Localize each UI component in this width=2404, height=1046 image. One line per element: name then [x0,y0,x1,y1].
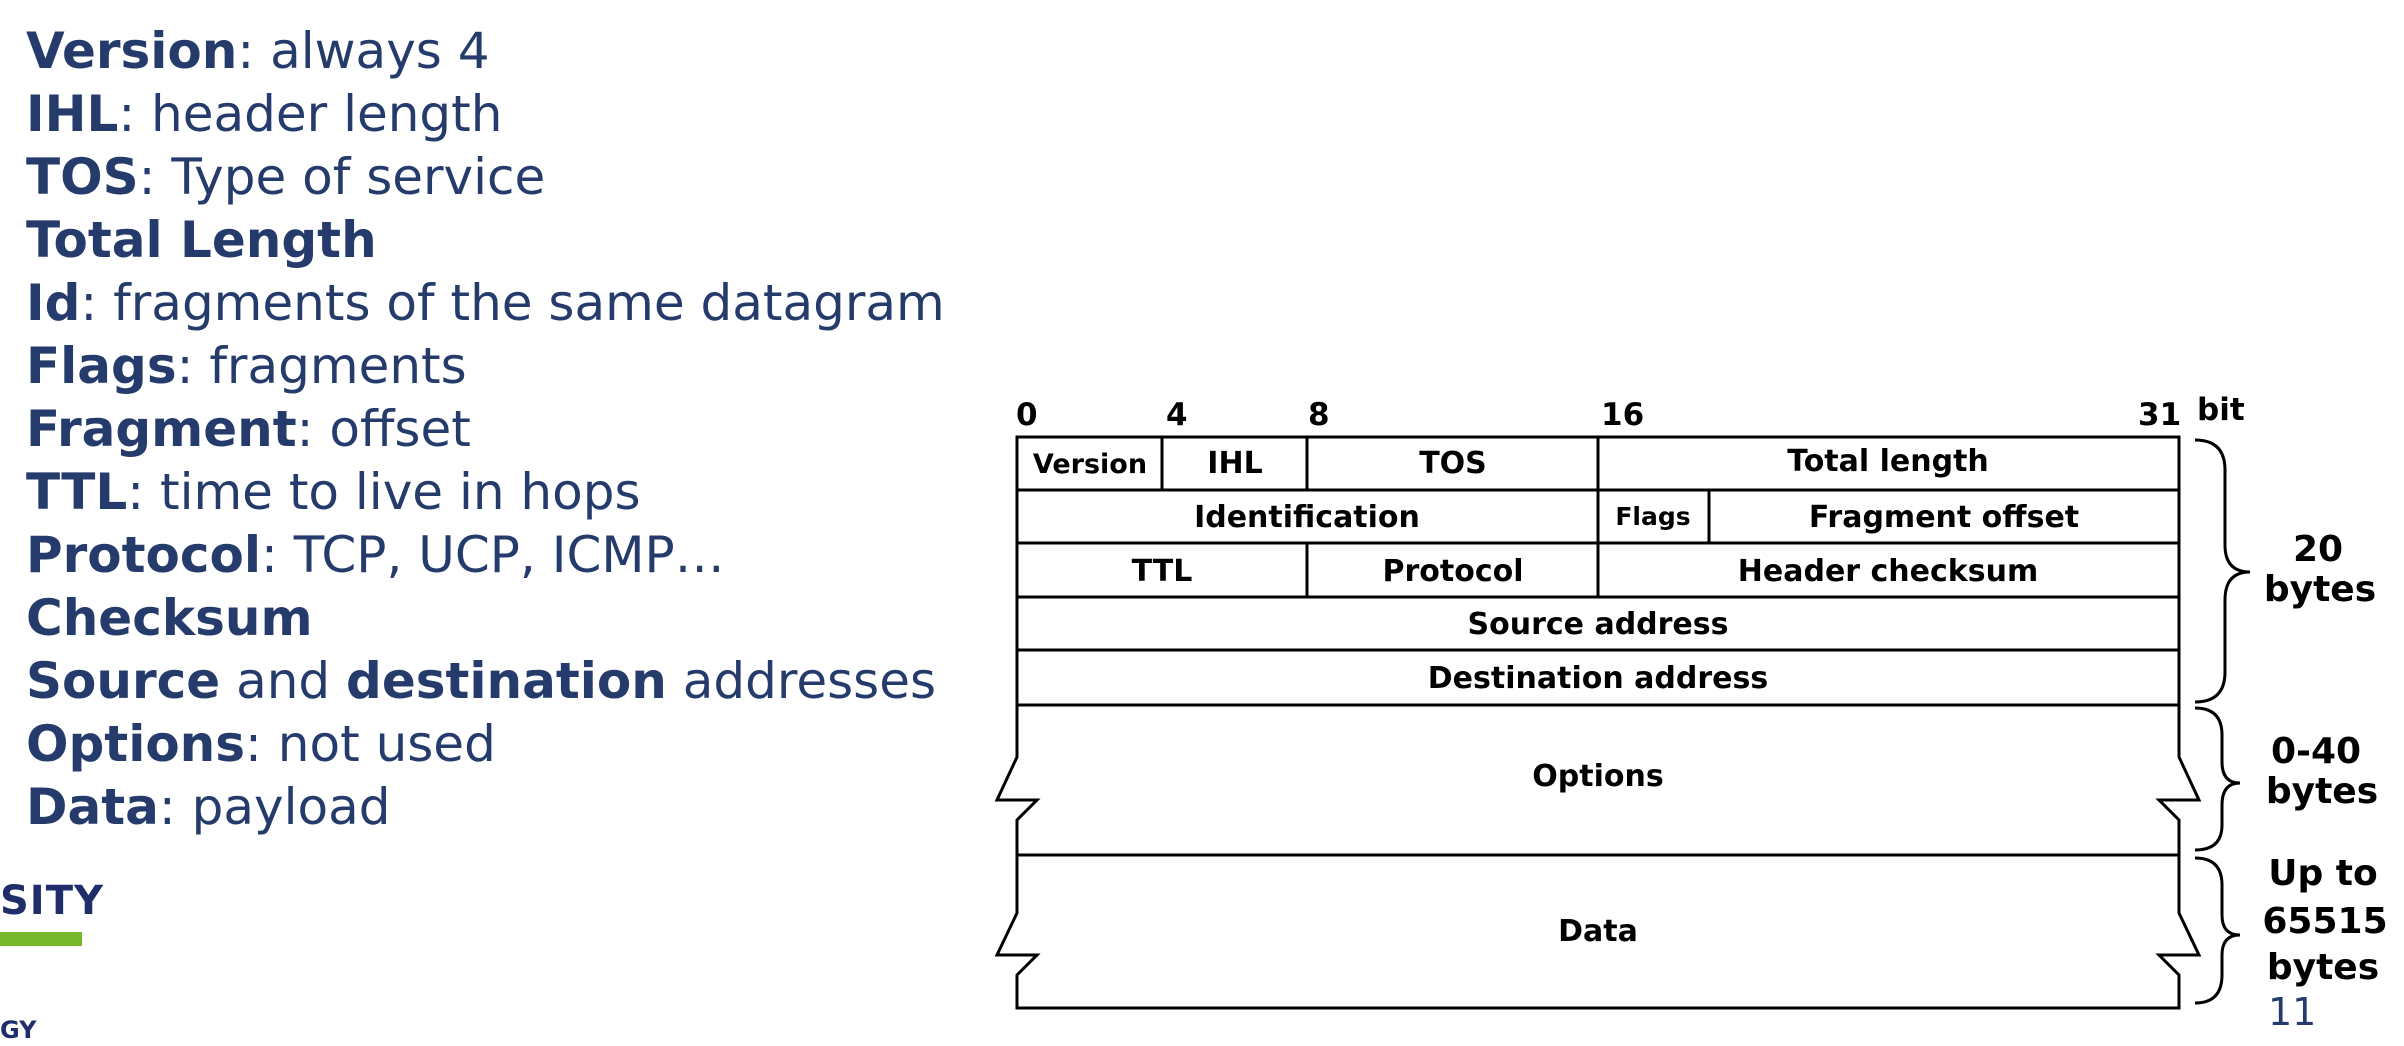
definition-data: Data: payload [26,778,391,836]
definition-checksum: Checksum [26,589,313,647]
university-logo-bar [0,932,82,946]
definition-addresses: Source and destination addresses [26,652,936,710]
brace-label-bytes: bytes [2267,947,2379,988]
bit-label-0: 0 [1016,397,1038,433]
brace-label-0-40: 0-40 [2271,731,2361,772]
university-logo-text: SITY [0,878,104,924]
bit-label-16: 16 [1601,397,1644,433]
bit-label-8: 8 [1308,397,1330,433]
definition-version: Version: always 4 [26,22,490,80]
field-version: Version [1033,449,1147,480]
bit-label-31: 31 [2138,397,2181,433]
field-total-length: Total length [1787,444,1989,479]
options-data-outline [994,705,2202,1010]
definition-tos: TOS: Type of service [26,148,546,206]
field-destination-address: Destination address [1428,661,1768,696]
field-identification: Identification [1194,500,1420,535]
slide-page-number: 11 [2268,990,2317,1034]
field-options: Options [1532,759,1663,794]
brace-20-bytes [2194,438,2251,704]
definition-ihl: IHL: header length [26,85,503,143]
university-logo-subtext: GY [0,1016,37,1044]
field-header-checksum: Header checksum [1738,554,2038,589]
definition-fragment: Fragment: offset [26,400,471,458]
field-ihl: IHL [1207,446,1262,481]
field-data: Data [1558,914,1638,949]
brace-label-20-unit: bytes [2264,569,2376,610]
field-ttl: TTL [1132,554,1193,589]
brace-label-65515: 65515 [2262,901,2387,942]
brace-0-40-bytes [2194,706,2241,852]
field-source-address: Source address [1468,607,1729,642]
brace-label-20: 20 [2293,529,2343,570]
definition-options: Options: not used [26,715,496,773]
field-definitions-list: Version: always 4 IHL: header length TOS… [26,20,945,839]
definition-total-length: Total Length [26,211,377,269]
field-protocol: Protocol [1382,554,1523,589]
bit-label-4: 4 [1166,397,1188,433]
bit-unit-label: bit [2197,392,2245,428]
field-fragment-offset: Fragment offset [1809,500,2079,535]
definition-protocol: Protocol: TCP, UCP, ICMP… [26,526,725,584]
field-tos: TOS [1419,446,1487,481]
brace-up-to-65515-bytes [2194,856,2241,1005]
definition-ttl: TTL: time to live in hops [26,463,641,521]
definition-flags: Flags: fragments [26,337,467,395]
definition-id: Id: fragments of the same datagram [26,274,945,332]
brace-label-0-40-unit: bytes [2266,771,2378,812]
field-flags: Flags [1615,502,1690,531]
brace-label-up-to: Up to [2268,853,2377,894]
